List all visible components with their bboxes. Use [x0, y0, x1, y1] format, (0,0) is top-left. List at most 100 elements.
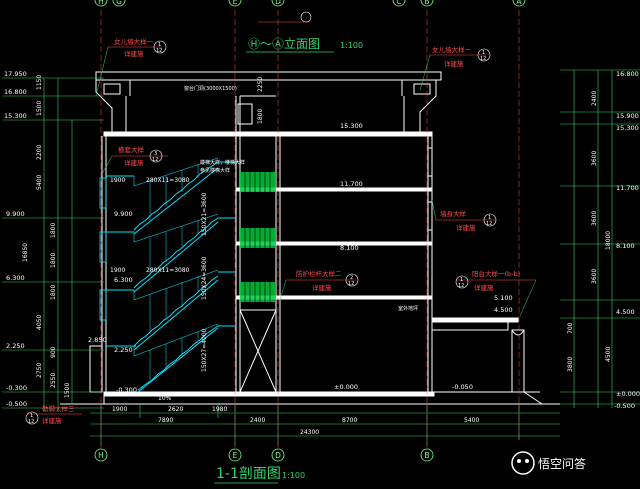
dim-left-inner-3: 1800: [50, 285, 57, 300]
right-dims: 2400 3600 3600 3600 18000 4500 3800 700: [567, 91, 612, 372]
dim-left-6: 4050: [36, 315, 43, 330]
elev-left-3: 15.300: [4, 112, 27, 120]
axis-label-top-g: G: [116, 0, 122, 6]
stair-dim-2: 280X11=3080: [146, 177, 190, 184]
dim-right-2: 3600: [591, 151, 598, 166]
elev-left-2: 16.800: [4, 88, 27, 96]
elev-right-8: -0.500: [614, 402, 635, 410]
dim-left-9: 2550: [50, 373, 57, 388]
left-dims: 1150 1500 2200 5400 16850 4050 2750 900 …: [22, 75, 71, 398]
ann-balcony: 阳台大样一(b-b): [472, 269, 520, 278]
svg-text:1: 1: [482, 50, 485, 56]
dim-right-4: 3600: [591, 269, 598, 284]
title-bottom: 1-1剖面图: [216, 466, 281, 482]
axis-bubble-bottom-b: [420, 448, 434, 462]
dim-right-5: 18000: [605, 231, 612, 250]
stair-dim-9: 150X24=3600: [201, 256, 208, 300]
axis-bubble-top-h: [94, 0, 108, 7]
dim-right-8: 700: [567, 322, 574, 334]
axis-bubble-top-e: [228, 0, 242, 7]
svg-text:12: 12: [156, 48, 162, 54]
elev-left-9: -0.300: [6, 384, 27, 392]
bottom-dim-5: 2400: [250, 417, 265, 424]
elev-right-7: ±0.000: [616, 390, 640, 398]
note-stair: 楼梯大样，楼梯大样: [200, 159, 245, 166]
elev-left-10: -0.500: [6, 400, 27, 408]
svg-text:12: 12: [152, 157, 158, 163]
axis-label-top-b: B: [424, 0, 429, 6]
svg-text:1: 1: [30, 413, 33, 419]
bottom-dim-3: 1980: [212, 406, 227, 413]
right-dimension-lines: [560, 69, 640, 408]
ann-parapet-right-ref: 详建施: [444, 59, 464, 68]
bottom-dims: 1900 2620 1980 7890 2400 8700 5400 24300…: [112, 395, 479, 436]
dim-left-7: 2750: [36, 363, 43, 378]
note-stair-2: 参见楼梯大样: [200, 167, 230, 174]
axis-bubble-bottom-d: [271, 448, 285, 462]
elev-inner-1: 15.300: [340, 122, 363, 130]
svg-text:12: 12: [486, 221, 492, 227]
elev-inner-8: 9.900: [114, 210, 133, 218]
title-top: Ⓗ～Ⓐ立面图: [248, 36, 320, 51]
note-2250: 2250: [257, 77, 264, 92]
axis-label-bottom-b: B: [424, 451, 429, 460]
dim-right-1: 2400: [591, 91, 598, 106]
dim-left-4: 5400: [36, 175, 43, 190]
svg-text:12: 12: [28, 419, 34, 425]
top-axis-bubbles: [94, 0, 526, 7]
elev-left-1: 17.950: [4, 70, 27, 78]
ann-parapet-right: 女儿墙大样一: [432, 45, 472, 54]
ann-base-ref: 详建施: [42, 416, 62, 425]
building-structure: [60, 71, 560, 405]
bottom-dim-4: 7890: [158, 417, 173, 424]
annotations: 女儿墙大样一 详建施 1 12 女儿墙大样一 详建施 1 12 檐套大样 详建施…: [25, 37, 537, 425]
window-grills: [240, 172, 276, 302]
elev-inner-3: 8.100: [340, 244, 359, 252]
axis-bubble-bottom-e: [228, 448, 242, 462]
elev-inner-11: 2.250: [114, 346, 133, 354]
inner-elevations: 15.300 11.700 8.100 ±0.000 -0.050 5.100 …: [88, 122, 513, 394]
axis-label-top-h: H: [98, 0, 104, 6]
elev-inner-9: 6.300: [114, 276, 133, 284]
stair-dim-3: 1900: [110, 267, 125, 274]
stair-dim-8: 150X21=3600: [201, 192, 208, 236]
right-elevations: 16.800 15.900 15.300 11.700 8.100 4.500 …: [614, 70, 640, 410]
axis-label-bottom-e: E: [233, 451, 238, 460]
axis-bubble-top-d: [271, 0, 285, 7]
elev-right-2: 15.900: [616, 112, 639, 120]
title-bottom-scale: 1:100: [282, 471, 305, 480]
left-elevations: 17.950 16.800 15.300 9.900 6.300 2.250 -…: [4, 70, 27, 408]
stair-dim-10: 150X27=4000: [201, 328, 208, 372]
axis-label-bottom-d: D: [275, 451, 281, 460]
elev-right-5: 8.100: [616, 242, 635, 250]
stair-dim-1: 1900: [110, 177, 125, 184]
elev-inner-12: -0.300: [116, 386, 137, 394]
ann-parapet-left: 女儿墙大样一: [114, 37, 154, 46]
elev-inner-2: 11.700: [340, 180, 363, 188]
dim-right-3: 3600: [591, 211, 598, 226]
dim-right-7: 3800: [567, 357, 574, 372]
dim-left-10: 1500: [64, 383, 71, 398]
axis-bubble-top-b: [420, 0, 434, 7]
note-window-top: 窗台门洞(3000X1500): [184, 85, 237, 92]
svg-text:2: 2: [350, 275, 353, 281]
dim-right-6: 4500: [605, 347, 612, 362]
axis-bubble-top-c: [392, 0, 406, 7]
dim-left-2: 1500: [36, 101, 43, 116]
bottom-dim-6: 8700: [342, 417, 357, 424]
axis-label-bottom-h: H: [98, 451, 104, 460]
ann-parapet-left-num: 1: [158, 42, 161, 48]
bottom-dim-7: 5400: [464, 417, 479, 424]
ann-balcony-ref: 详建施: [474, 283, 494, 292]
ann-wall-detail: 墙身大样: [440, 209, 467, 218]
note-1800: 1800: [257, 109, 264, 124]
axis-bubble-bottom-h: [94, 448, 108, 462]
elev-inner-6: 5.100: [494, 294, 513, 302]
stair-dims: 1900 280X11=3080 1900 280X11=3080 150X21…: [110, 177, 208, 372]
left-dimension-lines: [2, 77, 104, 412]
elev-right-3: 15.300: [616, 124, 639, 132]
ann-wall-detail-ref: 详建施: [456, 223, 476, 232]
ann-parapet-left-ref: 详建施: [124, 49, 144, 58]
dim-left-1: 1150: [36, 75, 43, 90]
grid-lines: [100, 10, 520, 448]
